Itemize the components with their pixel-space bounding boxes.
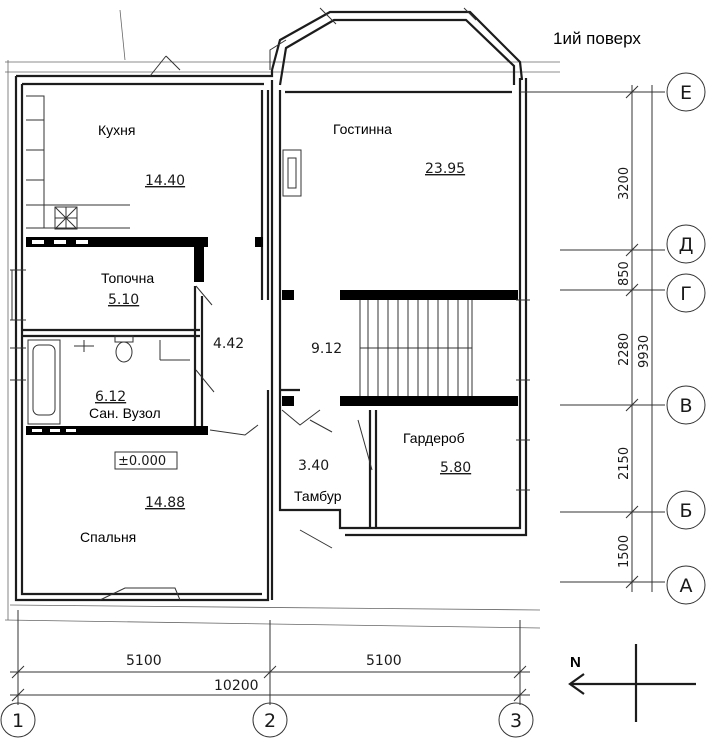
axis-label-V: В (679, 395, 692, 417)
room-area-hall: 4.42 (213, 336, 244, 352)
room-label-bedroom: Спальня (80, 529, 136, 545)
dimension-lines-vertical (520, 85, 665, 592)
dimension-right: 5100 (366, 653, 402, 669)
dimension-vertical-3: 2280 (617, 333, 632, 366)
level-mark: ±0.000 (118, 454, 166, 469)
room-label-vestibule: Тамбур (294, 488, 342, 504)
room-area-living: 23.95 (425, 161, 465, 177)
room-label-living: Гостинна (333, 121, 392, 137)
room-area-stair-hall: 9.12 (311, 341, 342, 357)
dimension-left: 5100 (126, 653, 162, 669)
room-label-wardrobe: Гардероб (403, 430, 465, 446)
axis-label-B: Б (679, 500, 692, 522)
room-label-kitchen: Кухня (98, 122, 135, 138)
kitchen-counter (26, 95, 130, 230)
solid-walls (26, 237, 518, 435)
room-area-bedroom: 14.88 (145, 495, 185, 511)
axis-label-3: 3 (510, 710, 522, 732)
room-area-vestibule: 3.40 (298, 458, 329, 474)
room-label-bathroom: Сан. Вузол (89, 405, 161, 421)
bathroom-fixtures (27, 335, 190, 425)
dimension-vertical-total: 9930 (637, 335, 652, 368)
axis-label-1: 1 (12, 710, 24, 732)
floor-title: 1ий поверх (553, 29, 641, 48)
dimension-vertical-1: 3200 (617, 167, 632, 200)
axis-label-A: А (680, 575, 693, 597)
fireplace (282, 149, 302, 197)
dimension-total: 10200 (214, 678, 259, 694)
door-swings (99, 39, 373, 601)
dimension-vertical-4: 2150 (617, 447, 632, 480)
dimension-vertical-2: 850 (617, 261, 632, 286)
sketch-lines (4, 9, 560, 629)
north-label: N (570, 654, 581, 671)
room-label-boiler: Топочна (101, 270, 154, 286)
exterior-walls (14, 10, 528, 602)
north-arrow-icon (568, 644, 696, 722)
room-area-bathroom: 6.12 (95, 389, 126, 405)
dimension-lines-horizontal (10, 610, 530, 705)
axis-label-D: Д (679, 234, 694, 256)
room-area-kitchen: 14.40 (145, 173, 185, 189)
room-area-boiler: 5.10 (108, 292, 139, 308)
staircase (359, 300, 473, 396)
axis-label-2: 2 (264, 710, 276, 732)
windows (10, 7, 530, 491)
interior-walls (22, 90, 378, 528)
room-area-wardrobe: 5.80 (440, 460, 471, 476)
axis-label-G: Г (680, 283, 692, 305)
axis-markers (0, 72, 706, 738)
dimension-vertical-5: 1500 (617, 535, 632, 568)
level-mark-box (114, 451, 178, 470)
axis-label-E: Е (680, 82, 692, 104)
